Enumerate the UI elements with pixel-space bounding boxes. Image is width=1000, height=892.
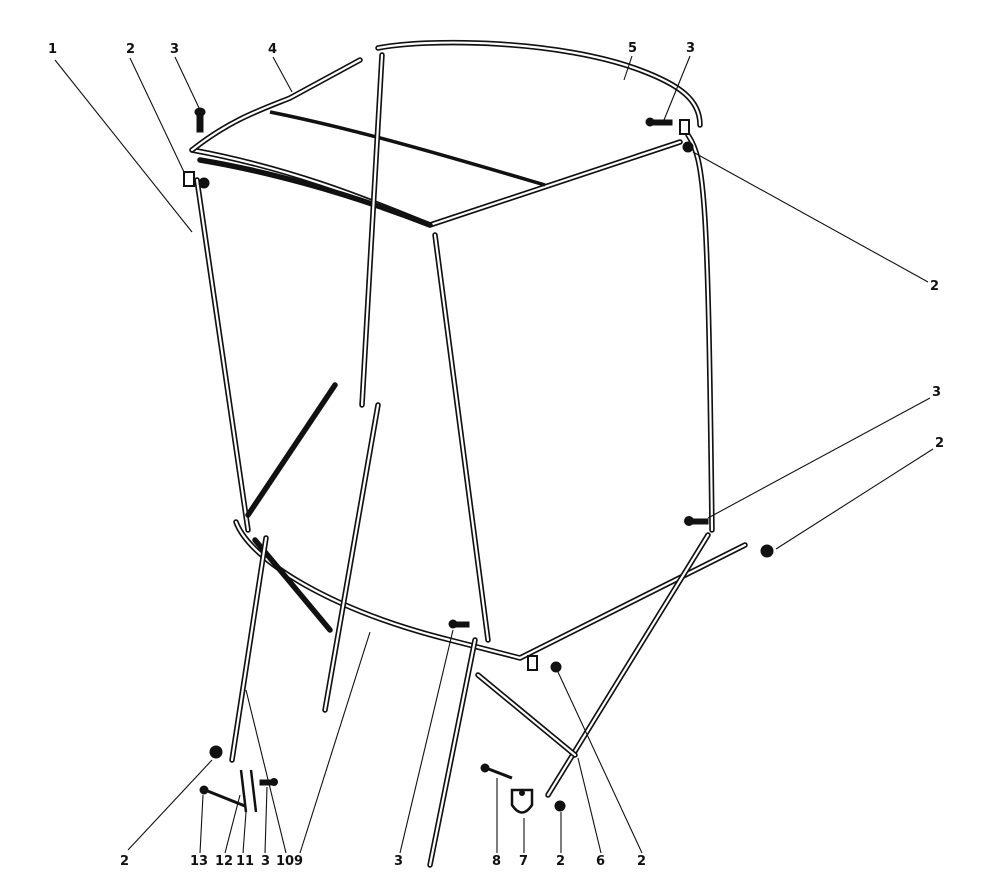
callout-3-right-middle: 3 <box>932 385 941 400</box>
top-left-bolt-3 <box>194 107 206 133</box>
roof-strip <box>269 110 546 187</box>
callout-7: 7 <box>519 854 528 869</box>
callout-11: 11 <box>236 854 254 869</box>
callout-5: 5 <box>628 41 637 56</box>
callout-6: 6 <box>596 854 605 869</box>
bottom-frame-rail-9 <box>233 519 748 661</box>
leader-lines <box>54 55 934 854</box>
callout-3-top-left: 3 <box>170 42 179 57</box>
bottom-left-pin-3 <box>259 778 278 786</box>
bottom-right-bolt-8 <box>480 763 513 780</box>
bottom-right-clevis-7 <box>510 788 534 814</box>
top-frame-rail <box>189 57 683 228</box>
front-brace-6 <box>475 672 578 758</box>
left-diagonal-brace <box>245 382 338 633</box>
callout-labels: 1 2 3 4 5 3 2 3 2 2 13 12 11 3 10 9 3 8 … <box>48 41 944 869</box>
bottom-left-nut-2 <box>209 745 223 759</box>
top-front-crossbar <box>197 157 433 228</box>
callout-8: 8 <box>492 854 501 869</box>
bottom-right-nut-2b <box>554 800 566 812</box>
callout-2-right-upper: 2 <box>930 279 939 294</box>
callout-13: 13 <box>190 854 208 869</box>
callout-10: 10 <box>276 854 294 869</box>
callout-3-bottom-center: 3 <box>394 854 403 869</box>
callout-1: 1 <box>48 42 57 57</box>
top-left-nut-2 <box>183 171 210 189</box>
right-upright <box>685 132 715 533</box>
right-middle-nut-2 <box>760 544 774 558</box>
center-rear-upright <box>359 52 385 408</box>
callout-2-bottom-left: 2 <box>120 854 129 869</box>
callout-3-top-right: 3 <box>686 41 695 56</box>
left-front-leg-10 <box>229 535 269 763</box>
bottom-left-clevis-11 <box>239 769 258 813</box>
center-rear-leg <box>322 402 381 713</box>
bottom-right-nut-2 <box>527 655 562 673</box>
callout-4: 4 <box>268 42 277 57</box>
callout-3-bottom-left: 3 <box>261 854 270 869</box>
bottom-center-bolt-3 <box>448 619 470 629</box>
center-front-leg <box>427 637 478 868</box>
top-right-nut-2 <box>682 141 694 153</box>
callout-2-bottom-right-a: 2 <box>556 854 565 869</box>
callout-9: 9 <box>294 854 303 869</box>
right-middle-bolt-3 <box>684 516 709 526</box>
roof-bow-5 <box>375 39 703 128</box>
callout-12: 12 <box>215 854 233 869</box>
front-center-upright <box>432 232 491 643</box>
callout-2-bottom-right-b: 2 <box>637 854 646 869</box>
top-right-bolt-3 <box>645 117 690 135</box>
left-rear-upright-1 <box>194 177 251 533</box>
callout-2-top-left: 2 <box>126 42 135 57</box>
callout-2-right-middle: 2 <box>935 436 944 451</box>
